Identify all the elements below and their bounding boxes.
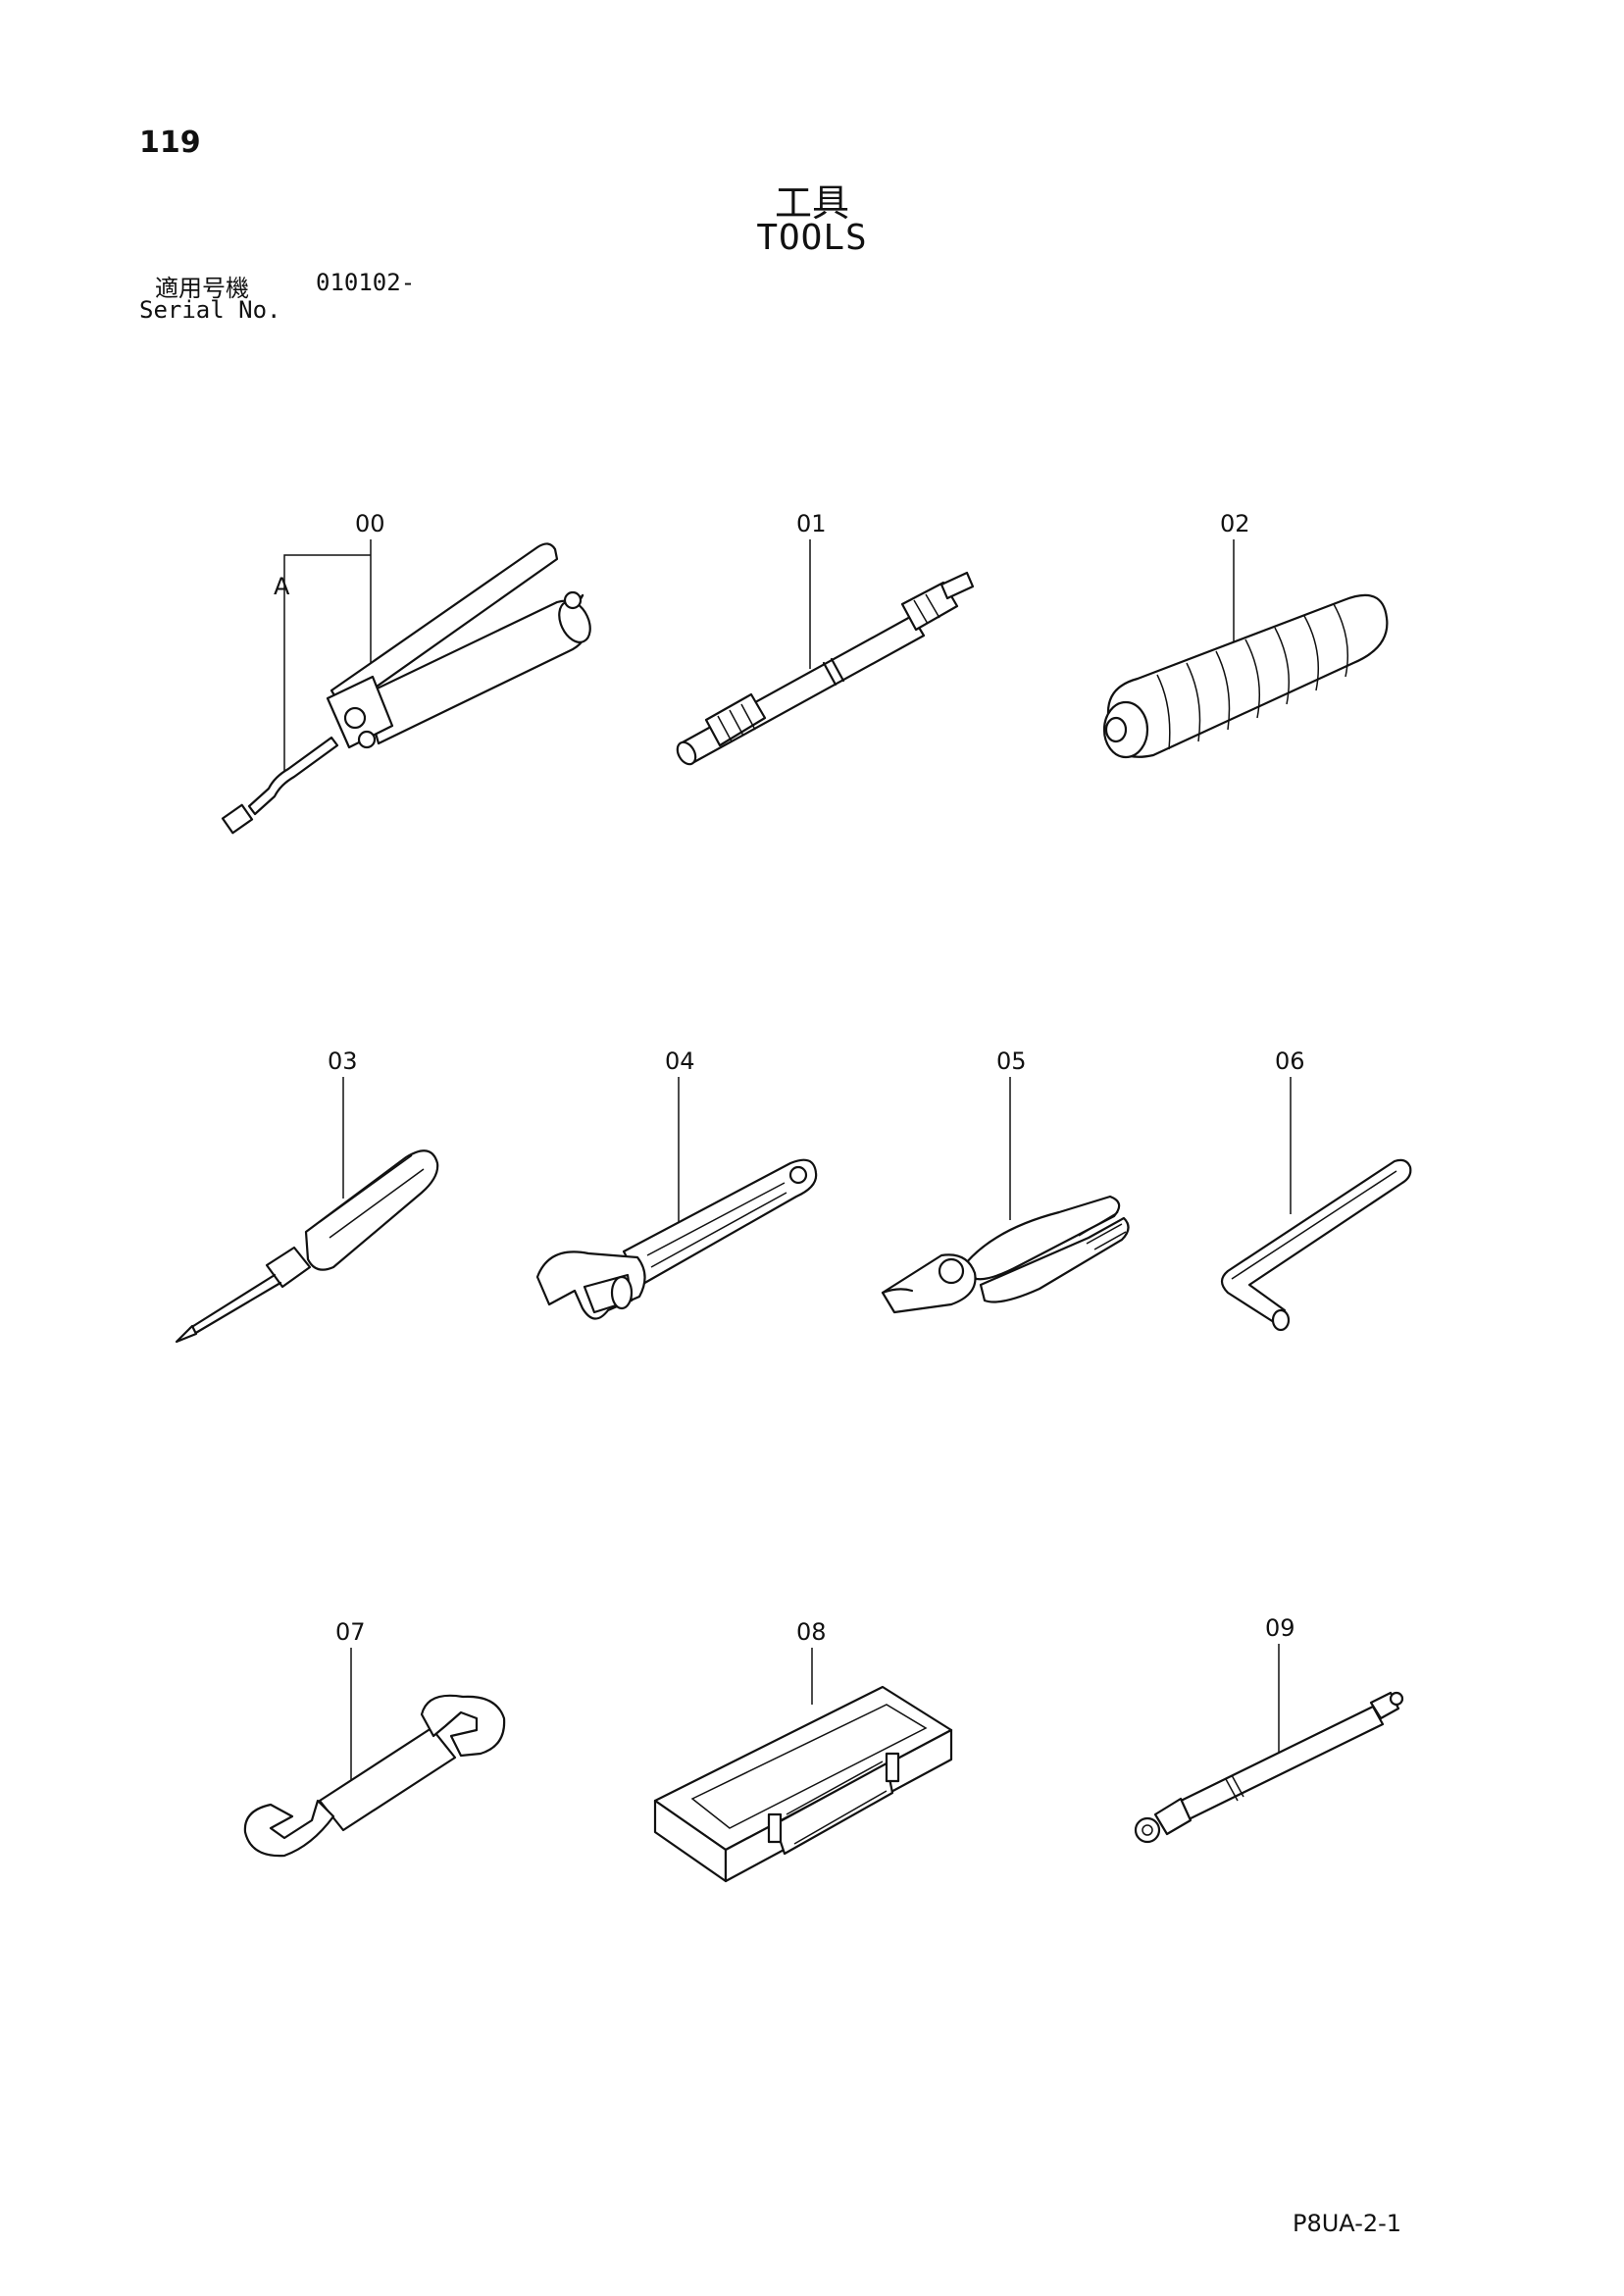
open-end-wrench-icon <box>243 1694 506 1858</box>
part-label-06: 06 <box>1275 1047 1305 1075</box>
part-label-04: 04 <box>665 1047 695 1075</box>
part-09[interactable]: 09 <box>1134 1614 1404 1844</box>
page-title-japanese: 工具 <box>774 181 849 225</box>
pliers-icon <box>881 1195 1130 1314</box>
part-label-02: 02 <box>1220 510 1250 537</box>
tool-box-icon <box>653 1685 953 1883</box>
page-number: 119 <box>139 126 201 160</box>
tire-gauge-icon <box>1134 1691 1404 1844</box>
part-label-08: 08 <box>796 1618 827 1646</box>
serial-label: Serial No. <box>139 296 281 324</box>
extension-rod-icon <box>676 571 975 766</box>
grease-gun-icon <box>221 542 591 835</box>
part-08[interactable]: 08 <box>653 1618 953 1883</box>
part-label-09: 09 <box>1265 1614 1295 1642</box>
adjustable-wrench-icon <box>535 1158 818 1320</box>
part-label-07: 07 <box>335 1618 366 1646</box>
screwdriver-icon <box>175 1149 439 1344</box>
drawing-reference: P8UA-2-1 <box>1293 2210 1402 2237</box>
part-label-05: 05 <box>996 1047 1027 1075</box>
part-02[interactable]: 02 <box>1102 510 1389 759</box>
bellows-icon <box>1102 593 1389 759</box>
part-06[interactable]: 06 <box>1220 1047 1412 1332</box>
part-05[interactable]: 05 <box>881 1047 1130 1314</box>
part-label-00: 00 <box>355 510 385 537</box>
serial-number-value: 010102- <box>316 269 416 296</box>
page-title: TOOLS <box>756 218 868 258</box>
part-07[interactable]: 07 <box>243 1618 506 1858</box>
part-label-03: 03 <box>328 1047 358 1075</box>
part-00[interactable]: 00 A <box>221 510 596 835</box>
part-sub-label-a: A <box>274 573 290 600</box>
part-03[interactable]: 03 <box>175 1047 439 1344</box>
part-04[interactable]: 04 <box>535 1047 818 1320</box>
part-01[interactable]: 01 <box>674 510 975 767</box>
part-label-01: 01 <box>796 510 827 537</box>
serial-label-japanese: 適用号機 <box>155 275 249 302</box>
hex-key-icon <box>1220 1158 1412 1332</box>
